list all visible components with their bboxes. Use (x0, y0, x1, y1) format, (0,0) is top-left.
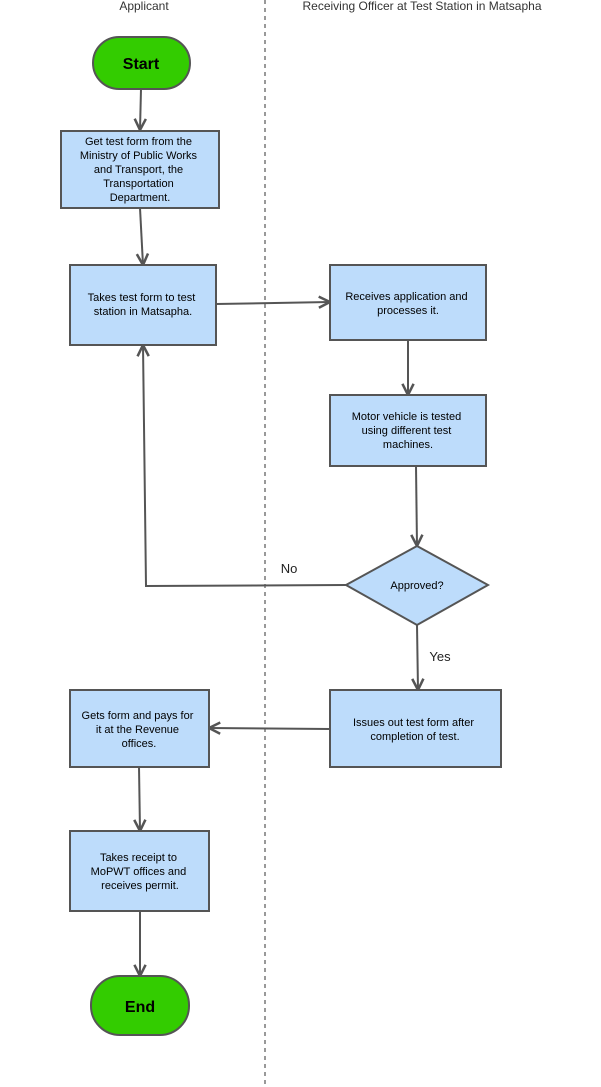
take-receipt-label: Takes receipt to MoPWT offices and recei… (91, 852, 190, 892)
pay-at-revenue-node: Gets form and pays for it at the Revenue… (69, 689, 210, 768)
edge-start-to-get-form (140, 88, 141, 130)
start-node: Start (92, 36, 191, 90)
edge-get-form-to-take-form (140, 207, 143, 265)
vehicle-tested-node: Motor vehicle is tested using different … (329, 394, 487, 467)
take-test-form-node: Takes test form to test station in Matsa… (69, 264, 217, 346)
edge-issues-to-pays (209, 728, 331, 729)
edge-take-form-to-receive (215, 302, 330, 304)
receive-application-label: Receives application and processes it. (345, 291, 470, 317)
start-label: Start (123, 56, 160, 73)
get-test-form-node: Get test form from the Ministry of Publi… (60, 130, 220, 209)
vehicle-tested-label: Motor vehicle is tested using different … (352, 411, 465, 451)
get-test-form-label: Get test form from the Ministry of Publi… (80, 136, 200, 204)
edge-label-yes: Yes (429, 649, 451, 664)
lane-title-officer: Receiving Officer at Test Station in Mat… (302, 0, 541, 13)
edge-tested-to-approved (416, 465, 417, 546)
lane-title-applicant: Applicant (119, 0, 169, 13)
edge-pays-to-receipt (139, 766, 140, 831)
pay-at-revenue-label: Gets form and pays for it at the Revenue… (82, 710, 197, 750)
edge-approved-no (143, 345, 347, 588)
take-test-form-label: Takes test form to test station in Matsa… (88, 292, 199, 318)
end-label: End (125, 999, 155, 1016)
issue-test-form-label: Issues out test form after completion of… (353, 717, 477, 743)
end-node: End (90, 975, 190, 1036)
approved-decision-node: Approved? (343, 544, 491, 627)
edge-label-no: No (281, 561, 298, 576)
edge-approved-yes (417, 624, 418, 690)
take-receipt-node: Takes receipt to MoPWT offices and recei… (69, 830, 210, 912)
issue-test-form-node: Issues out test form after completion of… (329, 689, 502, 768)
approved-label: Approved? (390, 580, 443, 592)
receive-application-node: Receives application and processes it. (329, 264, 487, 341)
